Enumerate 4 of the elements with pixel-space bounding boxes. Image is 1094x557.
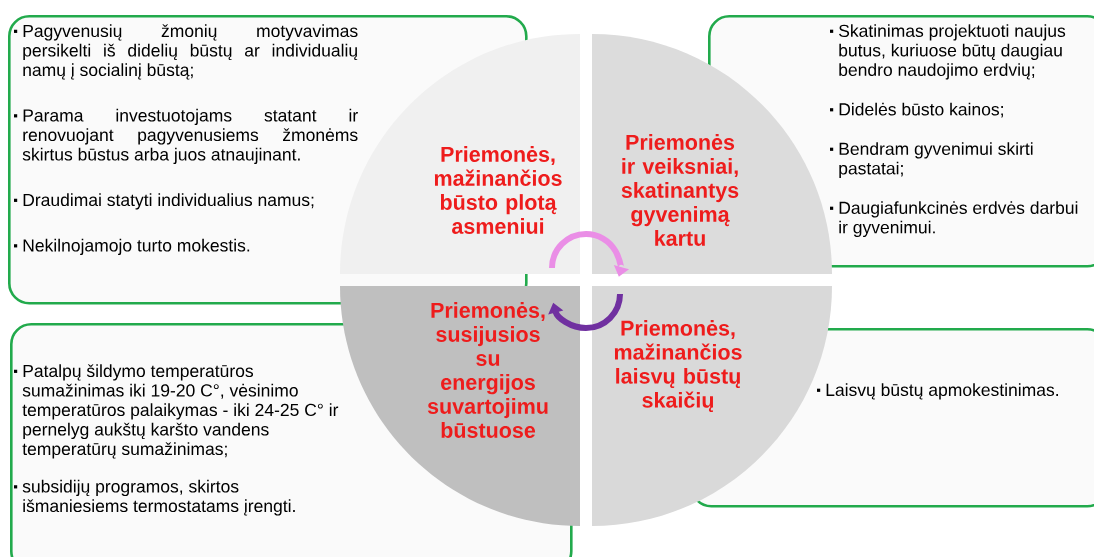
circle-quadrant: Priemonės, susijusios su energijos suvartojimu būstuose — [340, 286, 580, 526]
circle-quadrant: Priemonės ir veiksniai, skatinantys gyvenimą kartu — [592, 34, 832, 274]
curved-arrow — [548, 293, 623, 331]
curved-arrow — [549, 231, 629, 277]
